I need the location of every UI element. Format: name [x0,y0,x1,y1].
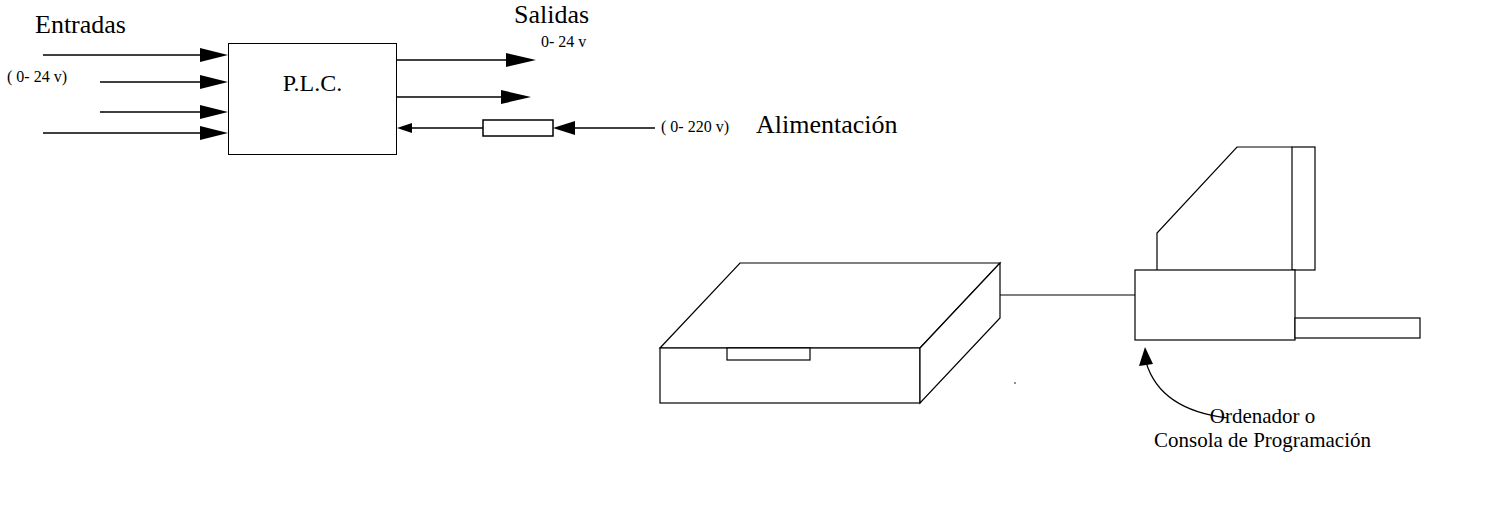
signal-label: ( 0- 24 v) [7,68,67,86]
arrow-head [501,90,531,104]
computer-base [1135,270,1295,340]
monitor-screen [1292,147,1315,270]
arrow-head [506,53,536,67]
arrow-head [397,123,412,133]
signal-label: 0- 24 v [541,33,586,51]
output-line [397,96,505,98]
resistor-symbol [483,120,553,136]
monitor-outline [1157,147,1292,270]
process-box: P.L.C. [228,43,397,155]
arrow-head [553,121,575,135]
cable [1000,294,1135,295]
plc-side [920,263,1000,403]
input-line [43,54,216,56]
signal-label: Entradas [35,10,126,40]
arrow-head [1139,347,1153,366]
supply-line [409,127,483,129]
arrow-head [200,126,228,140]
callout-label: Ordenador o Consola de Programación [1125,404,1400,452]
arrow-head [200,75,228,89]
output-line [397,59,510,61]
signal-label: Salidas [514,0,589,30]
input-line [43,132,216,134]
signal-label: ( 0- 220 v) [661,118,729,136]
computer [1135,147,1420,340]
input-line [100,81,216,83]
arrow-head [200,48,228,62]
input-line [100,111,216,113]
node-label: P.L.C. [283,70,342,98]
keyboard [1295,318,1420,338]
supply-line [565,127,655,129]
plc-slot [727,348,810,360]
signal-label: Alimentación [756,110,898,140]
dot [1014,382,1016,384]
plc-device [660,263,1000,403]
arrow-head [200,105,228,119]
plc-front [660,348,920,403]
